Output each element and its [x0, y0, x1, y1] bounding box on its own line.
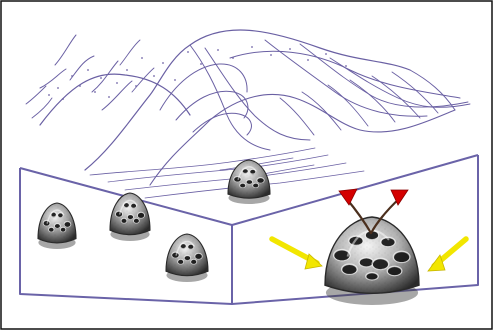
reef-ball-front-left — [166, 234, 208, 282]
reef-ball-on-surface — [228, 160, 270, 204]
inflow-arrow-right — [428, 239, 466, 271]
inflow-arrow-left — [272, 239, 322, 269]
reef-ball-back-left — [38, 203, 76, 249]
reef-ball-group — [38, 160, 419, 305]
reef-ball-mid-left — [110, 193, 150, 241]
